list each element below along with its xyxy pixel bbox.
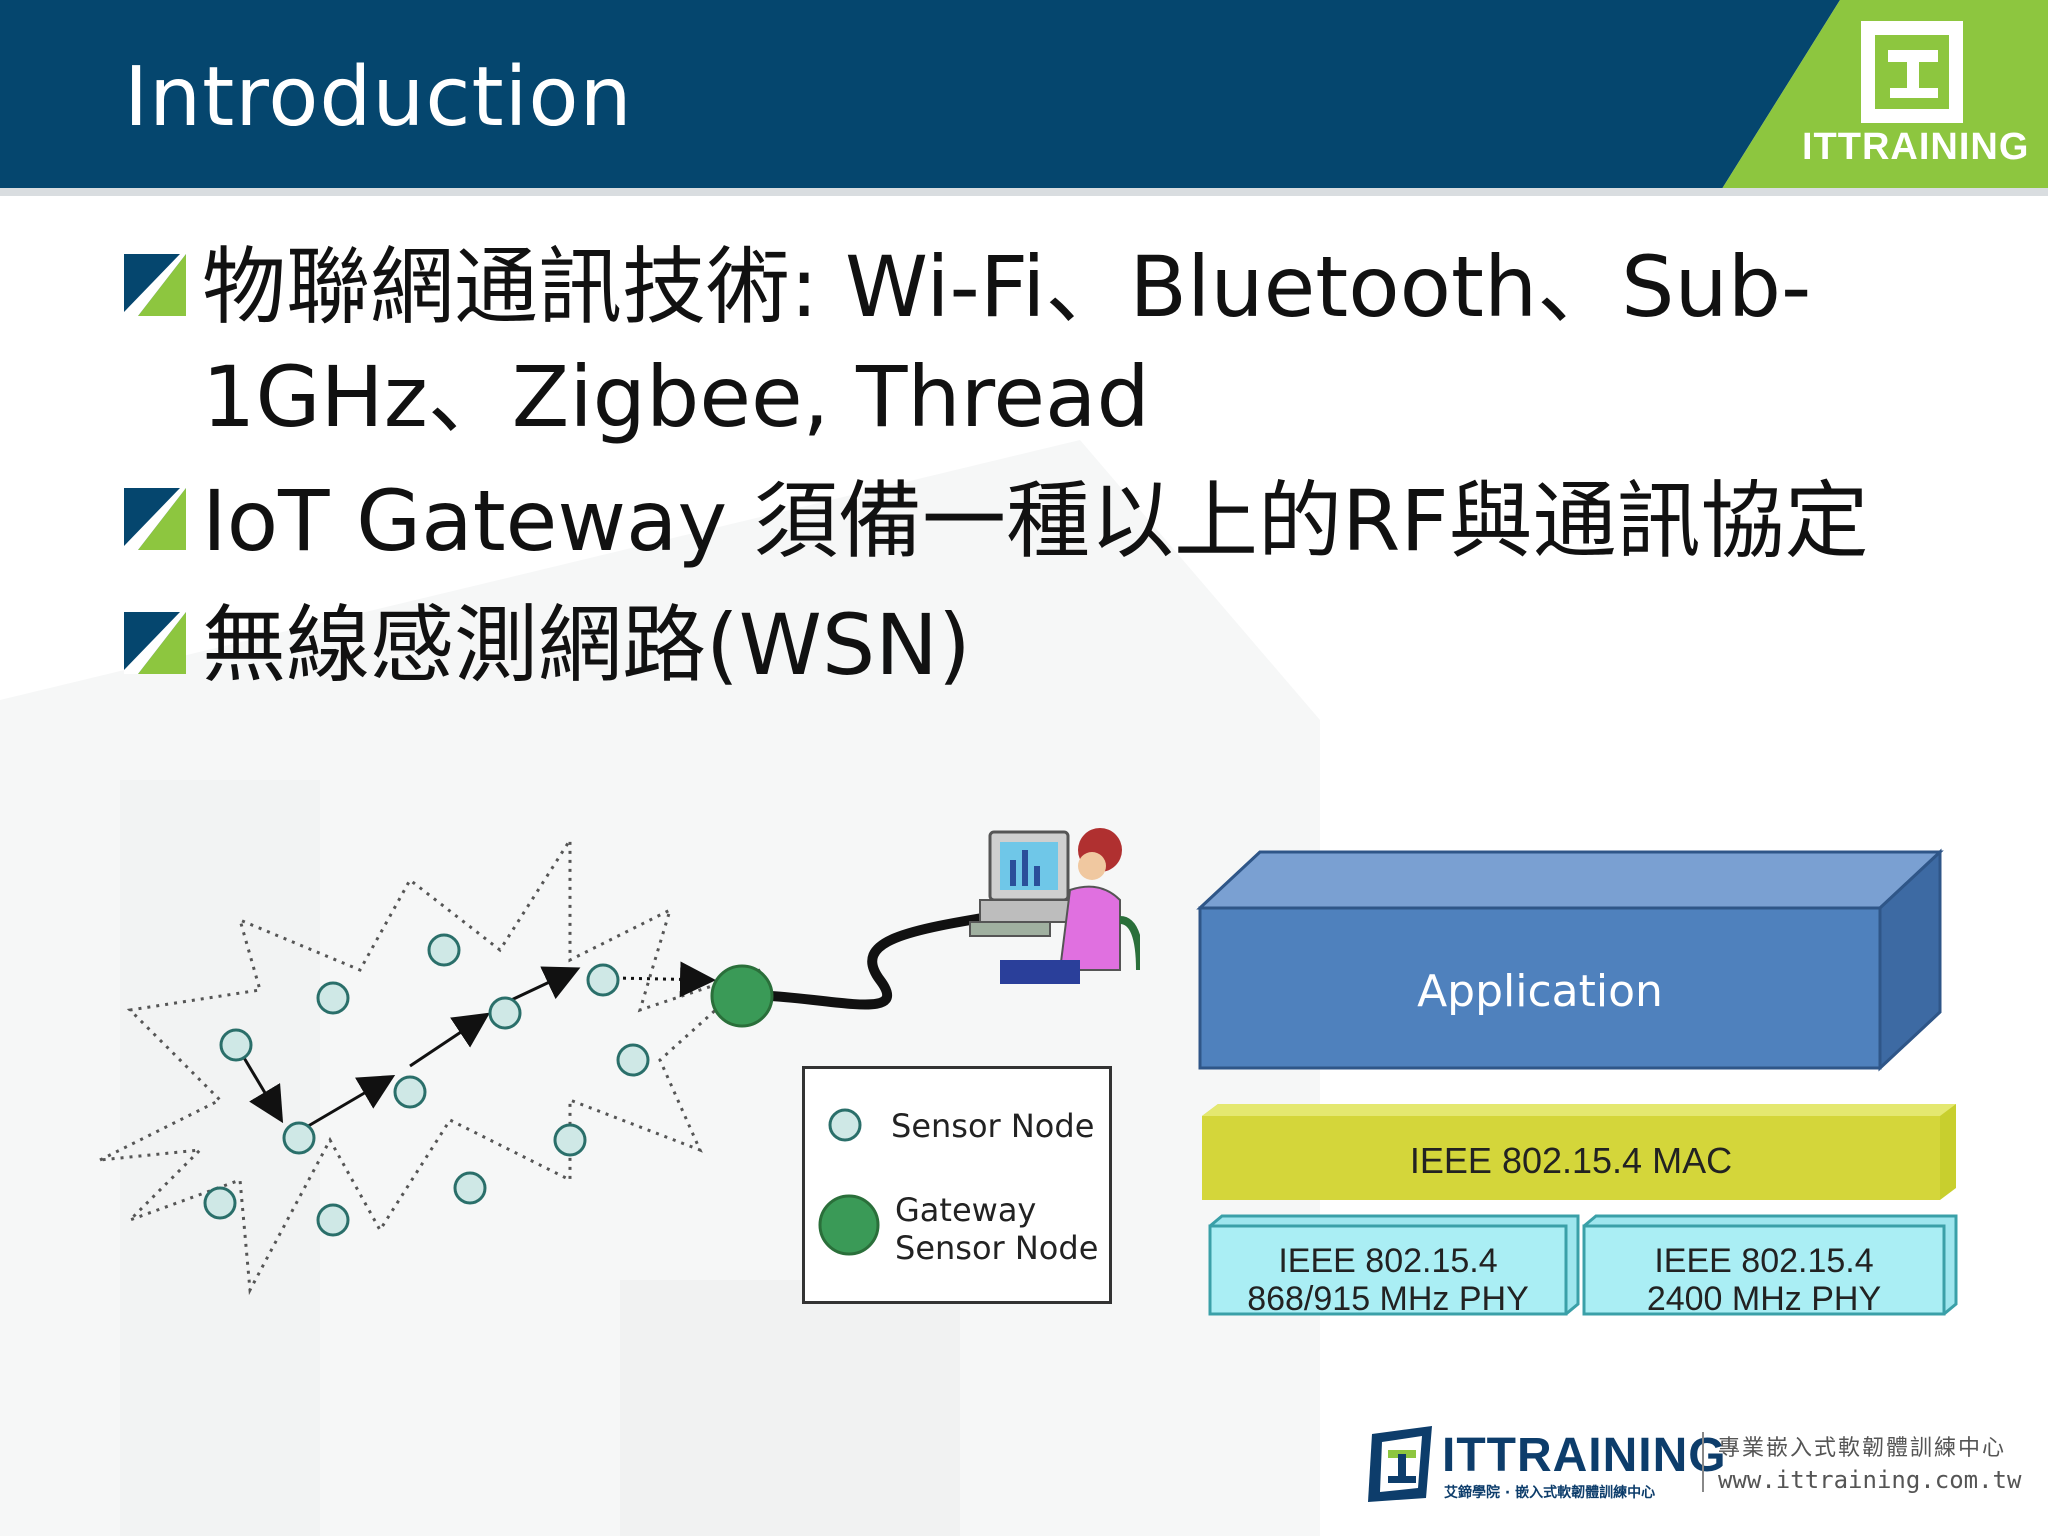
stack-application-label: Application [1417, 966, 1663, 1017]
sensor-nodes [203, 933, 650, 1237]
footer-chinese-tagline: 專業嵌入式軟韌體訓練中心 [1718, 1436, 2007, 1461]
ittraining-logo-icon [1861, 21, 1963, 123]
footer-url: www.ittraining.com.tw [1718, 1466, 2022, 1494]
header-band: Introduction ITTRAINING [0, 0, 2048, 196]
footer-logo-icon [1368, 1426, 1432, 1502]
slide-title: Introduction [124, 50, 633, 145]
wsn-boundary [99, 834, 762, 1296]
bullet-text-line1: 物聯網通訊技術: Wi-Fi、Bluetooth、Sub- [202, 238, 1812, 336]
gateway-cable [769, 910, 1001, 1010]
bullet-item: 物聯網通訊技術: Wi-Fi、Bluetooth、Sub- 1GHz、Zigbe… [124, 232, 1944, 452]
stack-phy-left-line1: IEEE 802.15.4 [1278, 1242, 1498, 1280]
bullet-text-line2: 1GHz、Zigbee, Thread [202, 348, 1150, 446]
stack-phy-right-line1: IEEE 802.15.4 [1654, 1242, 1874, 1280]
gateway-node-legend-icon [818, 1194, 880, 1256]
protocol-stack: Application IEEE 802.15.4 MAC IEEE 802.1… [1190, 848, 1970, 1328]
footer-brand: ITTRAINING [1442, 1429, 1727, 1482]
bullet-item: IoT Gateway 須備一種以上的RF與通訊協定 [124, 466, 1944, 576]
footer-logo: ITTRAINING 艾鍗學院 · 嵌入式軟韌體訓練中心 專業嵌入式軟韌體訓練中… [1362, 1416, 2022, 1516]
header-graphic [0, 0, 2048, 196]
legend-gateway-line1: Gateway [895, 1191, 1037, 1229]
footer-divider [1702, 1432, 1704, 1492]
bullet-marker-icon [124, 612, 186, 674]
bullet-marker-icon [124, 254, 186, 316]
stack-mac-label: IEEE 802.15.4 MAC [1409, 1140, 1733, 1181]
legend-gateway-line2: Sensor Node [895, 1229, 1099, 1267]
legend-sensor-node: Sensor Node [891, 1107, 1095, 1145]
wsn-legend: Sensor Node Gateway Sensor Node [802, 1066, 1112, 1304]
bullet-list: 物聯網通訊技術: Wi-Fi、Bluetooth、Sub- 1GHz、Zigbe… [124, 232, 1944, 700]
stack-phy-right-line2: 2400 MHz PHY [1646, 1280, 1882, 1318]
footer-subtitle: 艾鍗學院 · 嵌入式軟韌體訓練中心 [1444, 1485, 1656, 1501]
stack-phy-left-line2: 868/915 MHz PHY [1247, 1280, 1529, 1318]
gateway-node [710, 964, 774, 1028]
header-brand-text: ITTRAINING [1802, 126, 2030, 168]
protocol-stack-graphic [1196, 848, 1958, 1316]
bullet-marker-icon [124, 488, 186, 550]
sensor-node-legend-icon [828, 1108, 862, 1142]
wsn-diagram [99, 828, 1140, 1296]
bullet-text: IoT Gateway 須備一種以上的RF與通訊協定 [202, 472, 1869, 570]
user-computer-icon [969, 828, 1140, 984]
bullet-text: 無線感測網路(WSN) [202, 596, 971, 694]
bullet-item: 無線感測網路(WSN) [124, 590, 1944, 700]
